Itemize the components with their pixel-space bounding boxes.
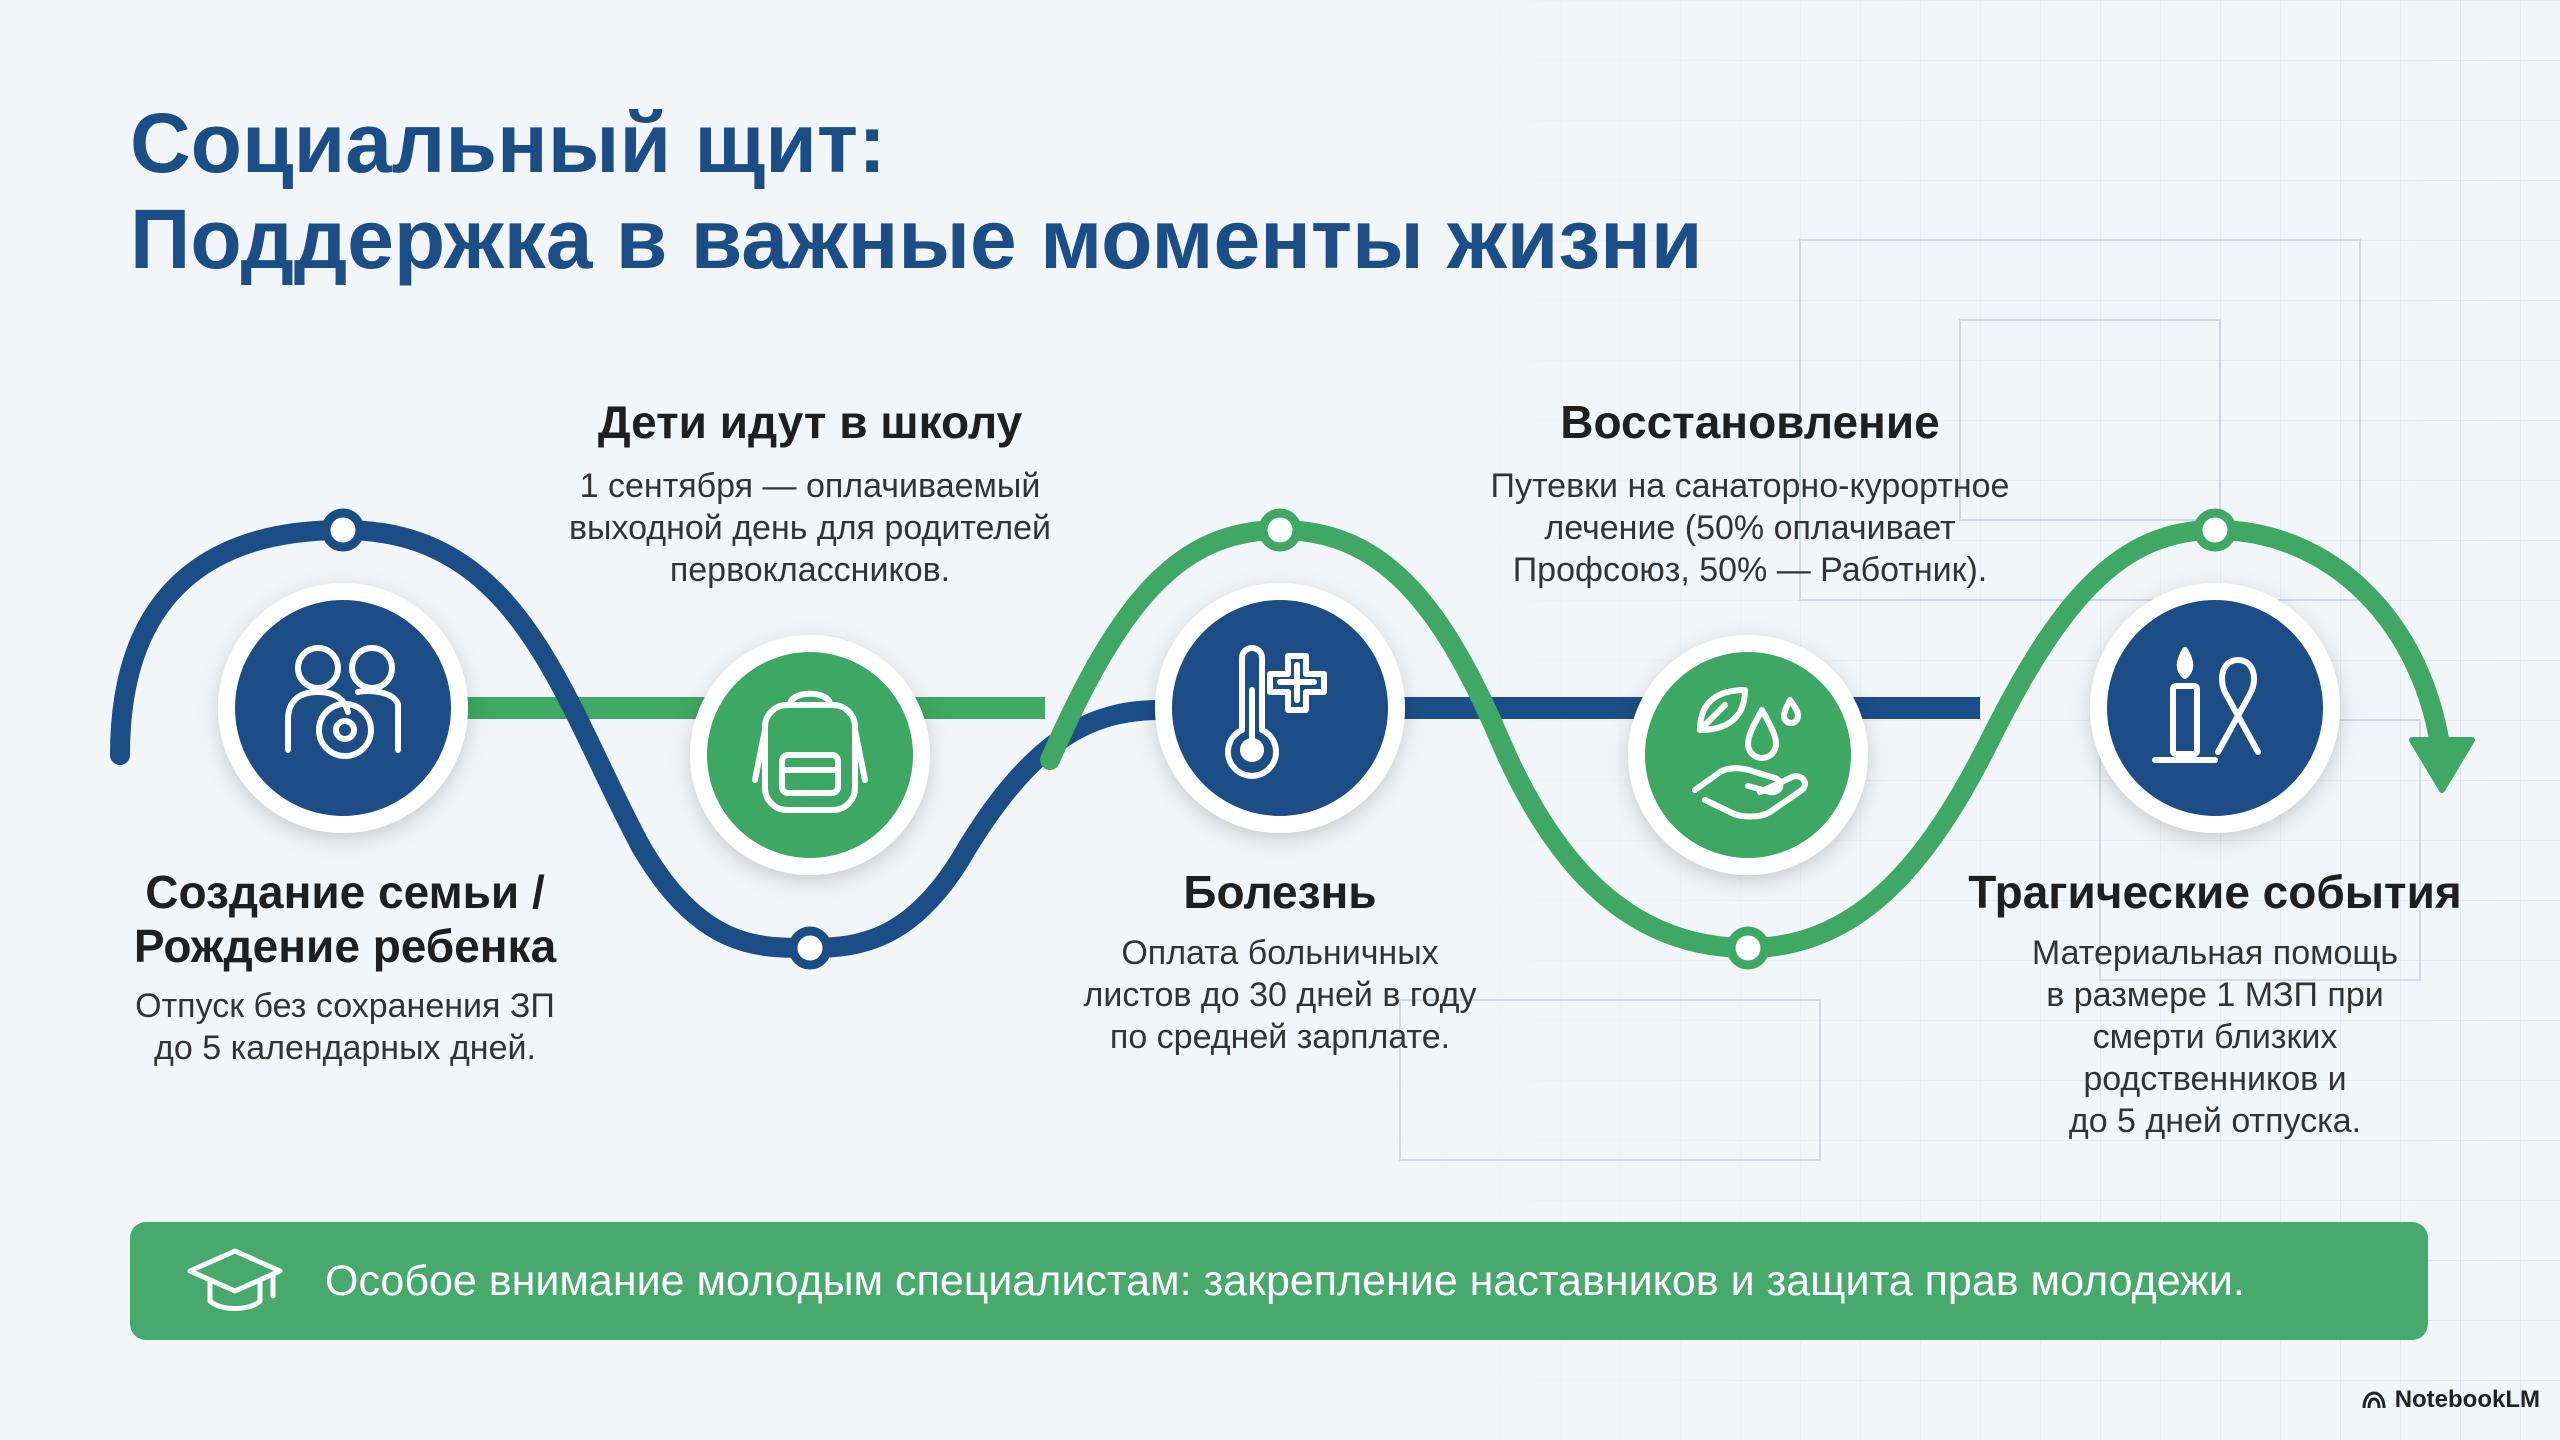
family-baby-icon [285, 645, 401, 759]
notebooklm-logo-icon [2362, 1391, 2386, 1409]
stage-desc-family-line-2: до 5 календарных дней. [154, 1029, 536, 1067]
stage-desc-family-line-1: Отпуск без сохранения ЗП [135, 987, 555, 1025]
stage-desc-recovery: Путевки на санаторно-курортное лечение (… [1430, 465, 2070, 591]
stage-heading-recovery: Восстановление [1460, 395, 2040, 449]
arrowhead-icon [2409, 737, 2475, 793]
stage-desc-recovery-line-1: Путевки на санаторно-курортное [1490, 467, 2010, 505]
stage-desc-school-line-2: выходной день для родителей [568, 509, 1052, 547]
stage-desc-tragic-line-3: смерти близких [2092, 1018, 2338, 1056]
stage-desc-recovery-line-2: лечение (50% оплачивает [1544, 509, 1956, 547]
stage-heading-illness: Болезнь [1030, 865, 1530, 919]
stage-desc-tragic-line-2: в размере 1 МЗП при [2046, 976, 2384, 1014]
stage-heading-recovery-line-1: Восстановление [1560, 396, 1940, 448]
wave-nodes [321, 508, 2237, 970]
stage-circle-family [218, 583, 468, 833]
stage-desc-recovery-line-3: Профсоюз, 50% — Работник). [1512, 551, 1988, 589]
stage-desc-tragic-line-5: до 5 дней отпуска. [2068, 1102, 2362, 1140]
stage-desc-school: 1 сентября — оплачиваемый выходной день … [520, 465, 1100, 591]
stage-heading-family: Создание семьи / Рождение ребенка [90, 865, 600, 973]
stage-heading-school: Дети идут в школу [540, 395, 1080, 449]
stage-desc-illness-line-3: по средней зарплате. [1109, 1018, 1451, 1056]
stage-circle-tragic [2090, 583, 2340, 833]
leaf-drop-hand-icon [1692, 687, 1808, 820]
stage-desc-illness-line-2: листов до 30 дней в году [1083, 976, 1477, 1014]
banner-text: Особое внимание молодым специалистам: за… [325, 1256, 2245, 1305]
stage-heading-illness-line-1: Болезнь [1183, 866, 1377, 918]
graduation-cap-icon [185, 1222, 295, 1340]
stage-desc-school-line-3: первоклассников. [669, 551, 951, 589]
stage-heading-tragic-line-1: Трагические события [1968, 866, 2462, 918]
young-specialists-banner: Особое внимание молодым специалистам: за… [130, 1222, 2428, 1340]
blue-wave [110, 519, 1170, 959]
stage-heading-family-line-2: Рождение ребенка [133, 920, 557, 972]
stage-desc-tragic-line-4: родственников и [2083, 1060, 2347, 1098]
stage-circle-recovery [1628, 635, 1868, 875]
candle-ribbon-icon [2152, 647, 2261, 763]
stage-heading-tragic: Трагические события [1935, 865, 2495, 919]
page-title: Социальный щит: Поддержка в важные момен… [130, 95, 1702, 287]
brand: NotebookLM [2361, 1386, 2540, 1414]
thermometer-plus-icon [1225, 645, 1327, 779]
stage-desc-illness-line-1: Оплата больничных [1121, 934, 1439, 972]
stage-desc-family: Отпуск без сохранения ЗП до 5 календарны… [80, 985, 610, 1069]
stage-heading-school-line-1: Дети идут в школу [597, 396, 1023, 448]
stage-desc-illness: Оплата больничных листов до 30 дней в го… [1010, 932, 1550, 1058]
page-title-line-1: Социальный щит: [130, 96, 887, 190]
stage-desc-school-line-1: 1 сентября — оплачиваемый [579, 467, 1041, 505]
stage-desc-tragic-line-1: Материальная помощь [2031, 934, 2399, 972]
stage-circle-illness [1155, 583, 1405, 833]
page-title-line-2: Поддержка в важные моменты жизни [130, 192, 1703, 286]
stage-heading-family-line-1: Создание семьи / [145, 866, 545, 918]
stage-desc-tragic: Материальная помощь в размере 1 МЗП при … [1965, 932, 2465, 1142]
backpack-icon [752, 690, 868, 813]
brand-name: NotebookLM [2394, 1386, 2540, 1413]
